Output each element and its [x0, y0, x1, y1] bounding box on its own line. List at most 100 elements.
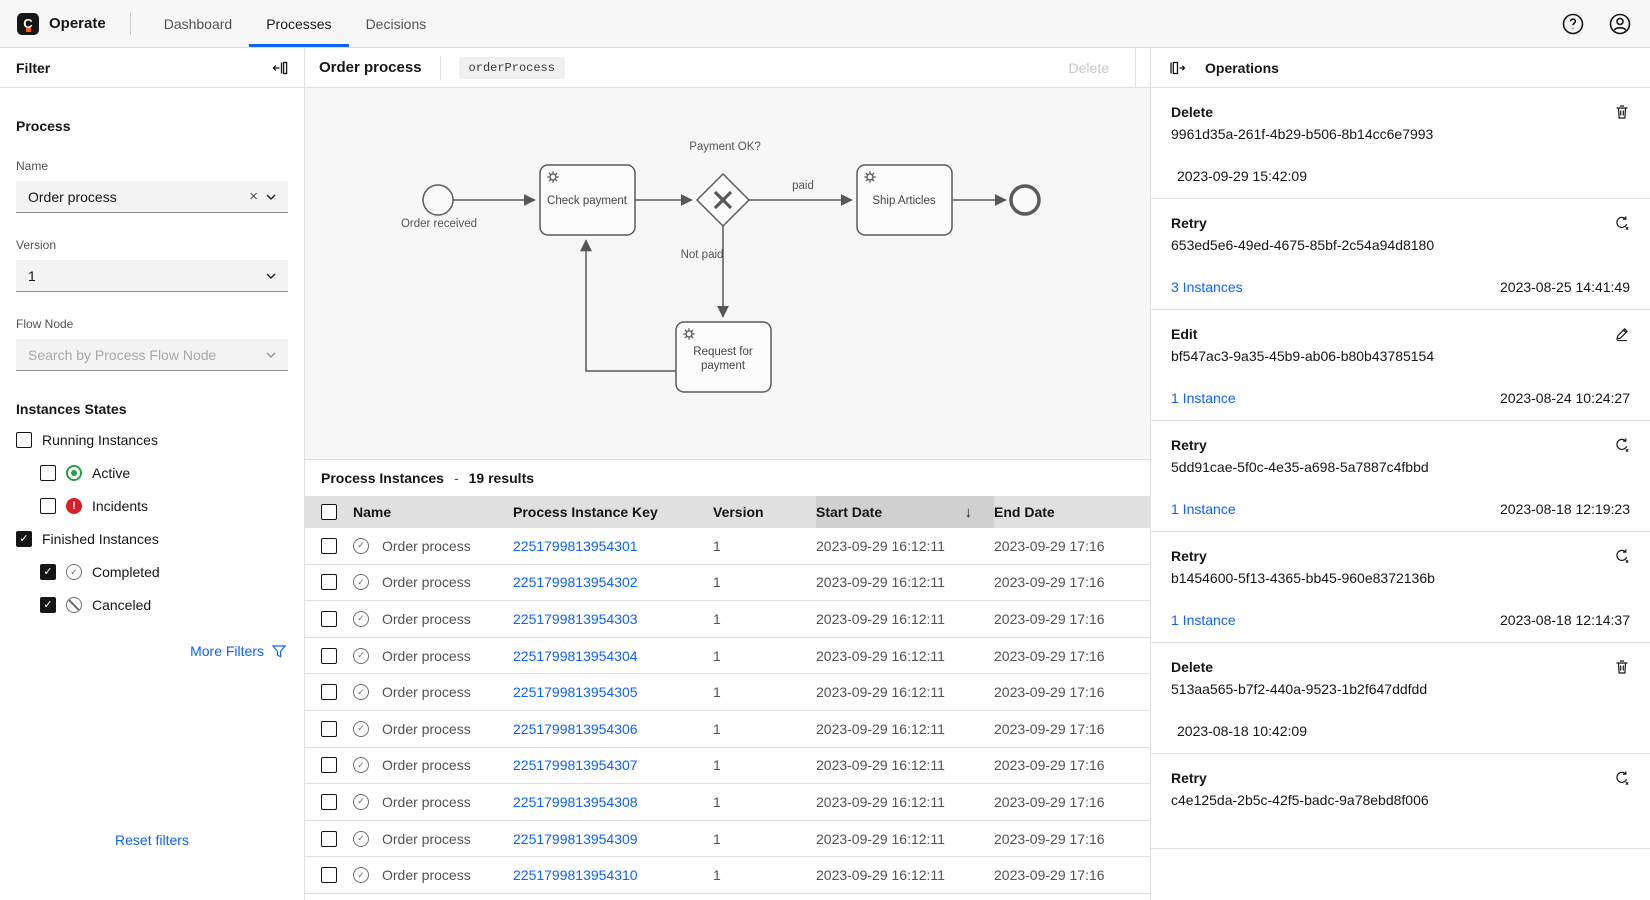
- select-all-checkbox[interactable]: [321, 504, 337, 520]
- checkbox[interactable]: [40, 465, 56, 481]
- header-start-date[interactable]: Start Date ↓: [816, 496, 994, 528]
- process-name: Order process: [382, 648, 471, 664]
- row-end-cell: 2023-09-29 17:16: [994, 684, 1150, 700]
- row-name-cell: Order process: [353, 831, 513, 847]
- row-checkbox[interactable]: [321, 611, 337, 627]
- row-checkbox[interactable]: [321, 721, 337, 737]
- row-key-cell: 2251799813954310: [513, 867, 713, 883]
- row-checkbox[interactable]: [321, 867, 337, 883]
- row-checkbox[interactable]: [321, 757, 337, 773]
- retry-icon[interactable]: [1614, 770, 1630, 786]
- flow-node-combobox[interactable]: Search by Process Flow Node: [16, 339, 288, 371]
- sort-descending-icon[interactable]: ↓: [965, 504, 973, 521]
- retry-icon[interactable]: [1614, 548, 1630, 564]
- checkbox[interactable]: [16, 432, 32, 448]
- row-checkbox[interactable]: [321, 574, 337, 590]
- row-version-cell: 1: [713, 684, 816, 700]
- state-active[interactable]: Active: [40, 463, 288, 483]
- retry-icon[interactable]: [1614, 437, 1630, 453]
- bpmn-diagram[interactable]: Order received Check payment Payment OK?…: [305, 88, 1150, 460]
- completed-icon: [353, 648, 369, 664]
- instances-count-link[interactable]: 1 Instance: [1171, 612, 1236, 628]
- instance-key-link[interactable]: 2251799813954310: [513, 867, 638, 883]
- row-checkbox[interactable]: [321, 648, 337, 664]
- checkbox[interactable]: [40, 498, 56, 514]
- instance-key-link[interactable]: 2251799813954304: [513, 648, 638, 664]
- row-checkbox[interactable]: [321, 794, 337, 810]
- instance-key-link[interactable]: 2251799813954303: [513, 611, 638, 627]
- more-filters-label[interactable]: More Filters: [190, 643, 264, 659]
- header-key[interactable]: Process Instance Key: [513, 504, 713, 520]
- completed-icon: [353, 794, 369, 810]
- incident-icon: [66, 498, 82, 514]
- table-row: Order process 2251799813954308 1 2023-09…: [305, 784, 1150, 821]
- tab-dashboard[interactable]: Dashboard: [147, 0, 250, 47]
- instance-key-link[interactable]: 2251799813954308: [513, 794, 638, 810]
- instances-count-link[interactable]: 3 Instances: [1171, 279, 1243, 295]
- tab-processes[interactable]: Processes: [249, 0, 348, 47]
- row-version-cell: 1: [713, 538, 816, 554]
- trash-icon[interactable]: [1614, 104, 1630, 120]
- clear-icon[interactable]: ×: [249, 189, 258, 204]
- operation-entry: Retry 653ed5e6-49ed-4675-85bf-2c54a94d81…: [1151, 199, 1650, 310]
- instances-states-title: Instances States: [16, 401, 288, 417]
- table-row: Order process 2251799813954310 1 2023-09…: [305, 857, 1150, 894]
- row-name-cell: Order process: [353, 867, 513, 883]
- delete-button[interactable]: Delete: [1055, 60, 1123, 76]
- label-payment: payment: [701, 360, 746, 372]
- state-incidents[interactable]: Incidents: [40, 496, 288, 516]
- row-name-cell: Order process: [353, 611, 513, 627]
- completed-icon: [353, 574, 369, 590]
- filter-panel-header: Filter: [0, 48, 304, 88]
- edit-icon[interactable]: [1614, 326, 1630, 342]
- instances-count-link[interactable]: 1 Instance: [1171, 501, 1236, 517]
- instance-key-link[interactable]: 2251799813954301: [513, 538, 638, 554]
- collapse-panel-icon[interactable]: [272, 60, 288, 76]
- instance-key-link[interactable]: 2251799813954305: [513, 684, 638, 700]
- row-checkbox[interactable]: [321, 831, 337, 847]
- row-checkbox-cell: [305, 574, 353, 590]
- header-name[interactable]: Name: [353, 504, 513, 520]
- header-end-date[interactable]: End Date: [994, 504, 1150, 520]
- operation-type: Edit: [1171, 326, 1197, 342]
- checkbox[interactable]: [40, 564, 56, 580]
- process-name: Order process: [382, 757, 471, 773]
- checkbox[interactable]: [40, 597, 56, 613]
- more-filters-button[interactable]: More Filters: [16, 643, 288, 659]
- user-icon[interactable]: [1604, 8, 1636, 40]
- instance-key-link[interactable]: 2251799813954302: [513, 574, 638, 590]
- help-icon[interactable]: [1557, 8, 1589, 40]
- process-name-combobox[interactable]: Order process ×: [16, 181, 288, 213]
- header-checkbox-cell: [305, 504, 353, 520]
- header-version[interactable]: Version: [713, 504, 816, 520]
- reset-filters-link[interactable]: Reset filters: [0, 832, 304, 848]
- checkbox[interactable]: [16, 531, 32, 547]
- state-running-instances[interactable]: Running Instances: [16, 430, 288, 450]
- instance-key-link[interactable]: 2251799813954306: [513, 721, 638, 737]
- process-name: Order process: [382, 611, 471, 627]
- process-name: Order process: [382, 867, 471, 883]
- state-completed[interactable]: Completed: [40, 562, 288, 582]
- retry-icon[interactable]: [1614, 215, 1630, 231]
- instance-key-link[interactable]: 2251799813954307: [513, 757, 638, 773]
- row-start-cell: 2023-09-29 16:12:11: [816, 794, 994, 810]
- operation-id: 653ed5e6-49ed-4675-85bf-2c54a94d8180: [1171, 237, 1630, 253]
- tab-decisions[interactable]: Decisions: [349, 0, 444, 47]
- row-checkbox[interactable]: [321, 684, 337, 700]
- version-select[interactable]: 1: [16, 260, 288, 292]
- state-finished-instances[interactable]: Finished Instances: [16, 529, 288, 549]
- chevron-down-icon[interactable]: [266, 352, 276, 358]
- chevron-down-icon[interactable]: [266, 273, 276, 279]
- trash-icon[interactable]: [1614, 659, 1630, 675]
- row-checkbox[interactable]: [321, 538, 337, 554]
- state-canceled[interactable]: Canceled: [40, 595, 288, 615]
- process-section-title: Process: [16, 118, 288, 134]
- instances-count-link[interactable]: 1 Instance: [1171, 390, 1236, 406]
- expand-panel-icon[interactable]: [1169, 60, 1185, 76]
- chevron-down-icon[interactable]: [266, 194, 276, 200]
- operation-entry: Retry b1454600-5f13-4365-bb45-960e837213…: [1151, 532, 1650, 643]
- row-name-cell: Order process: [353, 757, 513, 773]
- filter-panel: Filter Process Name Order process × Vers…: [0, 48, 305, 900]
- instance-key-link[interactable]: 2251799813954309: [513, 831, 638, 847]
- main-tabs: Dashboard Processes Decisions: [147, 0, 444, 47]
